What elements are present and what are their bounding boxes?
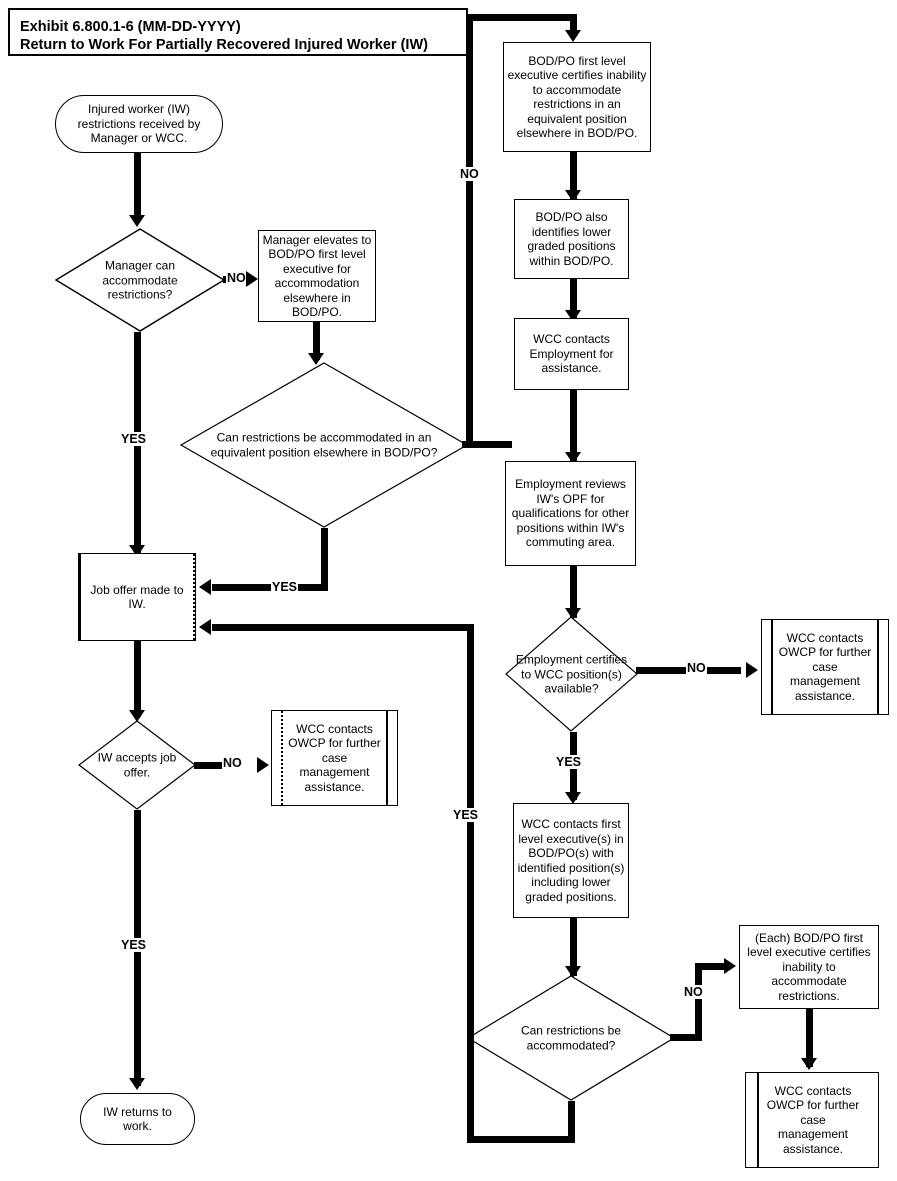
exhibit-title-box: Exhibit 6.800.1-6 (MM-DD-YYYY) Return to… [8, 8, 468, 56]
node-job-offer-label: Job offer made to IW. [90, 582, 184, 612]
node-manager-decision: Manager can accommodate restrictions? [55, 228, 225, 332]
edge-lower-to-wcc-employment [570, 279, 577, 319]
edge-reviews-to-employment-cert [570, 566, 577, 618]
node-can-accommodate-decision: Can restrictions be accommodated? [467, 975, 675, 1101]
edge-label-equiv-no: NO [459, 167, 480, 181]
edge-equiv-yes-horizontal [212, 584, 328, 591]
edge-start-to-manager [134, 153, 141, 221]
node-employment-cert-decision-label: Employment certifies to WCC position(s) … [515, 652, 628, 696]
edge-label-equiv-yes: YES [271, 580, 299, 594]
arrowhead-firstlevel-to-accommodate [565, 966, 581, 978]
edge-equiv-yes-vertical [321, 528, 328, 590]
node-wcc-owcp-left: WCC contacts OWCP for further case manag… [271, 710, 398, 806]
edge-accepts-no [194, 762, 242, 769]
edge-each-bodpo-to-wcc-owcp [806, 1009, 813, 1067]
edge-bodpo-certifies-to-lower [570, 152, 577, 200]
exhibit-title-line1: Exhibit 6.800.1-6 (MM-DD-YYYY) [20, 19, 241, 35]
node-wcc-owcp-bottom: WCC contacts OWCP for further case manag… [745, 1072, 879, 1168]
node-employment-reviews-opf-label: Employment reviews IW's OPF for qualific… [511, 477, 630, 550]
node-wcc-contacts-employment: WCC contacts Employment for assistance. [514, 318, 629, 390]
process-bar-left [281, 711, 283, 805]
edge-label-accommodate-no: NO [683, 985, 704, 999]
edge-wcc-employment-to-reviews [570, 390, 577, 462]
node-wcc-first-level-exec-label: WCC contacts first level executive(s) in… [517, 817, 625, 904]
edge-label-manager-no: NO [226, 271, 247, 285]
arrowhead-manager-no [246, 271, 258, 287]
edge-accommodate-yes-v1 [568, 1101, 575, 1143]
process-bar-right [877, 620, 879, 714]
process-bar-left [771, 620, 773, 714]
arrowhead-employment-yes [565, 792, 581, 804]
node-each-bodpo-certifies-label: (Each) BOD/PO first level executive cert… [747, 930, 871, 1003]
edge-label-employment-no: NO [686, 661, 707, 675]
arrowhead-joboffer-to-accepts [129, 710, 145, 722]
node-manager-elevates-label: Manager elevates to BOD/PO first level e… [262, 232, 372, 320]
node-equivalent-decision-label: Can restrictions be accommodated in an e… [210, 430, 438, 460]
node-wcc-owcp-right: WCC contacts OWCP for further case manag… [761, 619, 889, 715]
process-bar-left [79, 554, 81, 640]
edge-accommodate-no-v [695, 963, 702, 1041]
node-wcc-first-level-exec: WCC contacts first level executive(s) in… [513, 803, 629, 918]
node-bodpo-lower-graded: BOD/PO also identifies lower graded posi… [514, 199, 629, 279]
node-each-bodpo-certifies: (Each) BOD/PO first level executive cert… [739, 925, 879, 1009]
node-start-terminator: Injured worker (IW) restrictions receive… [55, 95, 223, 153]
node-manager-decision-label: Manager can accommodate restrictions? [102, 258, 178, 302]
arrowhead-each-bodpo-to-wcc-owcp [801, 1058, 817, 1070]
edge-accommodate-yes-v2 [467, 624, 474, 1143]
arrowhead-equiv-no-to-bodpo [565, 30, 581, 42]
node-wcc-owcp-right-label: WCC contacts OWCP for further case manag… [778, 630, 872, 703]
arrowhead-accepts-no [257, 757, 269, 773]
exhibit-title-line2: Return to Work For Partially Recovered I… [20, 37, 428, 53]
process-bar-right [193, 554, 195, 640]
edge-joboffer-to-accepts [134, 641, 141, 717]
node-job-offer: Job offer made to IW. [78, 553, 196, 641]
edge-elevate-to-equiv [313, 322, 320, 360]
edge-label-employment-yes: YES [555, 755, 583, 769]
arrowhead-accepts-yes [129, 1078, 145, 1090]
node-can-accommodate-decision-label: Can restrictions be accommodated? [520, 1023, 622, 1053]
edge-label-accommodate-yes: YES [452, 808, 480, 822]
node-bodpo-certifies-label: BOD/PO first level executive certifies i… [507, 53, 647, 141]
edge-label-manager-yes: YES [120, 432, 148, 446]
arrowhead-employment-no [746, 662, 758, 678]
node-accepts-decision-label: IW accepts job offer. [97, 750, 177, 780]
node-bodpo-lower-graded-label: BOD/PO also identifies lower graded posi… [527, 210, 616, 268]
process-bar-left [757, 1073, 759, 1167]
edge-accommodate-yes-h2 [212, 624, 474, 631]
node-employment-cert-decision: Employment certifies to WCC position(s) … [505, 616, 638, 732]
edge-equiv-no-vertical [466, 14, 473, 446]
arrowhead-start-to-manager [129, 215, 145, 227]
arrowhead-accommodate-yes-to-joboffer [199, 619, 211, 635]
edge-accommodate-no-h1 [670, 1034, 702, 1041]
edge-accommodate-yes-h [467, 1136, 575, 1143]
edge-label-accepts-no: NO [222, 756, 243, 770]
process-bar-right [386, 711, 388, 805]
node-wcc-contacts-employment-label: WCC contacts Employment for assistance. [529, 332, 614, 376]
node-wcc-owcp-left-label: WCC contacts OWCP for further case manag… [288, 721, 381, 794]
edge-accommodate-no-h2 [695, 963, 727, 970]
node-employment-reviews-opf: Employment reviews IW's OPF for qualific… [505, 461, 636, 566]
edge-label-accepts-yes: YES [120, 938, 148, 952]
edge-equiv-no-horizontal [462, 441, 512, 448]
node-start-label: Injured worker (IW) restrictions receive… [77, 102, 201, 146]
node-iw-returns-label: IW returns to work. [103, 1104, 172, 1134]
node-accepts-decision: IW accepts job offer. [78, 720, 196, 810]
arrowhead-equiv-yes [199, 579, 211, 595]
arrowhead-accommodate-no [724, 958, 736, 974]
node-wcc-owcp-bottom-label: WCC contacts OWCP for further case manag… [766, 1083, 860, 1156]
arrowhead-reviews-to-employment-cert [565, 608, 581, 620]
node-manager-elevates: Manager elevates to BOD/PO first level e… [258, 230, 376, 322]
node-iw-returns-to-work: IW returns to work. [80, 1093, 195, 1145]
edge-firstlevel-to-accommodate [570, 918, 577, 976]
edge-equiv-no-top [466, 14, 576, 21]
arrowhead-elevate-to-equiv [308, 353, 324, 365]
node-bodpo-certifies: BOD/PO first level executive certifies i… [503, 42, 651, 152]
node-equivalent-decision: Can restrictions be accommodated in an e… [180, 362, 468, 528]
edge-equiv-no-down-to-bodpo [570, 14, 577, 36]
